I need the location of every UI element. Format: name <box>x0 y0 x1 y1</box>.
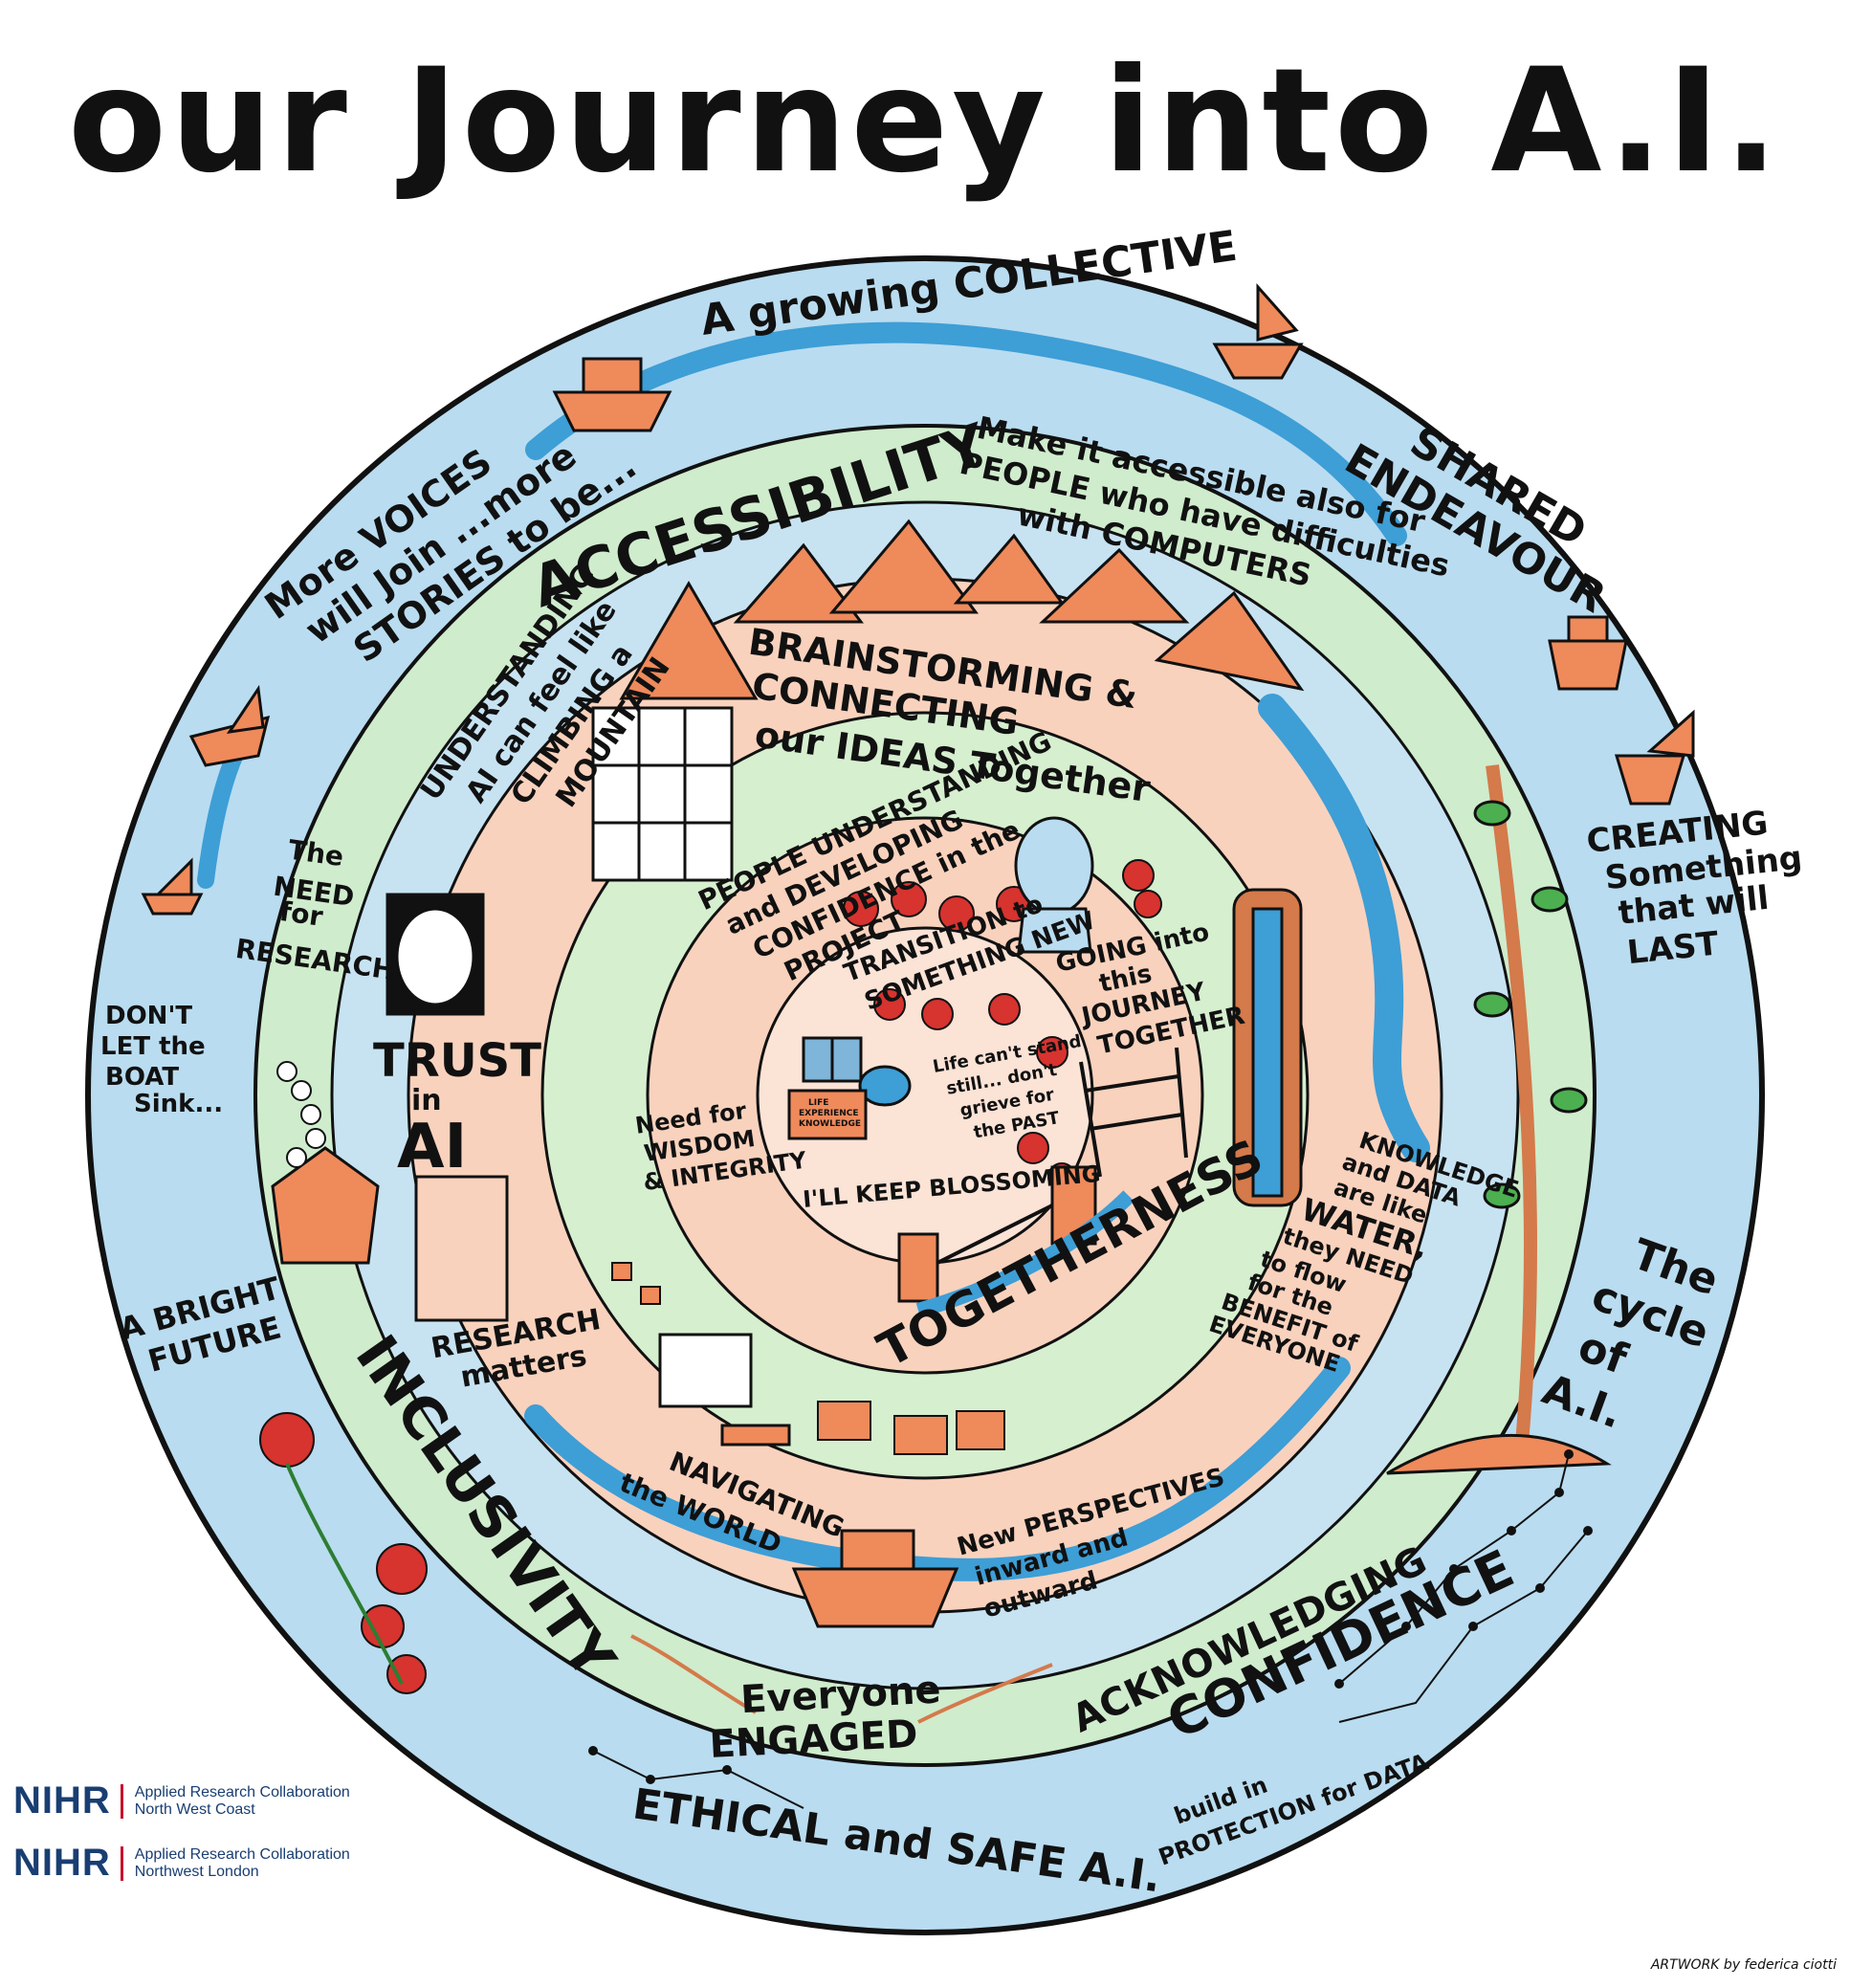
bridge-icon <box>897 1165 1134 1318</box>
logo-divider <box>120 1783 123 1819</box>
roses-icon <box>259 1412 428 1694</box>
treasure-chest-icon <box>787 1089 868 1140</box>
teapot-icon <box>858 1065 912 1107</box>
label-everyone-engaged: Everyone ENGAGED <box>706 1668 958 1767</box>
smoke-bubbles-icon <box>276 1061 326 1168</box>
crack-branches-icon <box>630 1634 1053 1724</box>
nihr-logo-north-west-coast: NIHR Applied Research Collaboration Nort… <box>13 1779 350 1822</box>
sailboat-icon <box>141 857 204 916</box>
large-boat-icon <box>791 1529 959 1628</box>
waterfall-icon <box>1232 888 1303 1207</box>
label-life-experience: LIFE EXPERIENCE KNOWLEDGE <box>799 1098 862 1129</box>
river-right <box>1258 694 1430 1162</box>
gift-box-icon <box>802 1036 863 1083</box>
nihr-logo-northwest-london: NIHR Applied Research Collaboration Nort… <box>13 1842 350 1885</box>
label-trust-ai: TRUST in AI <box>373 1034 558 1182</box>
nihr-mark: NIHR <box>13 1779 111 1822</box>
logo-divider <box>120 1845 123 1881</box>
boat-icon <box>1548 615 1628 691</box>
nihr-mark: NIHR <box>13 1842 111 1884</box>
ladder-icon <box>1079 1047 1188 1178</box>
sailboat-icon <box>1614 709 1695 806</box>
family-photo-icon <box>414 1175 509 1322</box>
logo-text: Applied Research Collaboration North Wes… <box>134 1783 350 1818</box>
sailboat-icon <box>1212 283 1304 380</box>
boat-icon <box>552 357 672 432</box>
video-call-screen-icon <box>591 706 734 882</box>
artwork-credit: ARTWORK by federica ciotti <box>1650 1957 1837 1973</box>
statue-bust-icon <box>1014 816 1094 954</box>
house-icon <box>271 1146 380 1265</box>
river-top <box>525 321 1407 546</box>
computer-icon <box>658 1333 791 1447</box>
label-going-journey: GOING into this JOURNEY TOGETHER <box>1053 915 1247 1066</box>
sailboat-icon <box>188 684 271 767</box>
page-title: our Journey into A.I. <box>67 38 1782 205</box>
papers-icon <box>611 1262 1005 1455</box>
person-portrait-icon <box>385 893 485 1016</box>
logo-text: Applied Research Collaboration Northwest… <box>134 1845 350 1880</box>
tree-icon <box>1386 764 1612 1475</box>
constellation-icon <box>588 1449 1593 1809</box>
mountain-range <box>619 519 1305 700</box>
label-dont-let-boat: DON'T LET the BOAT Sink... <box>100 1002 223 1118</box>
